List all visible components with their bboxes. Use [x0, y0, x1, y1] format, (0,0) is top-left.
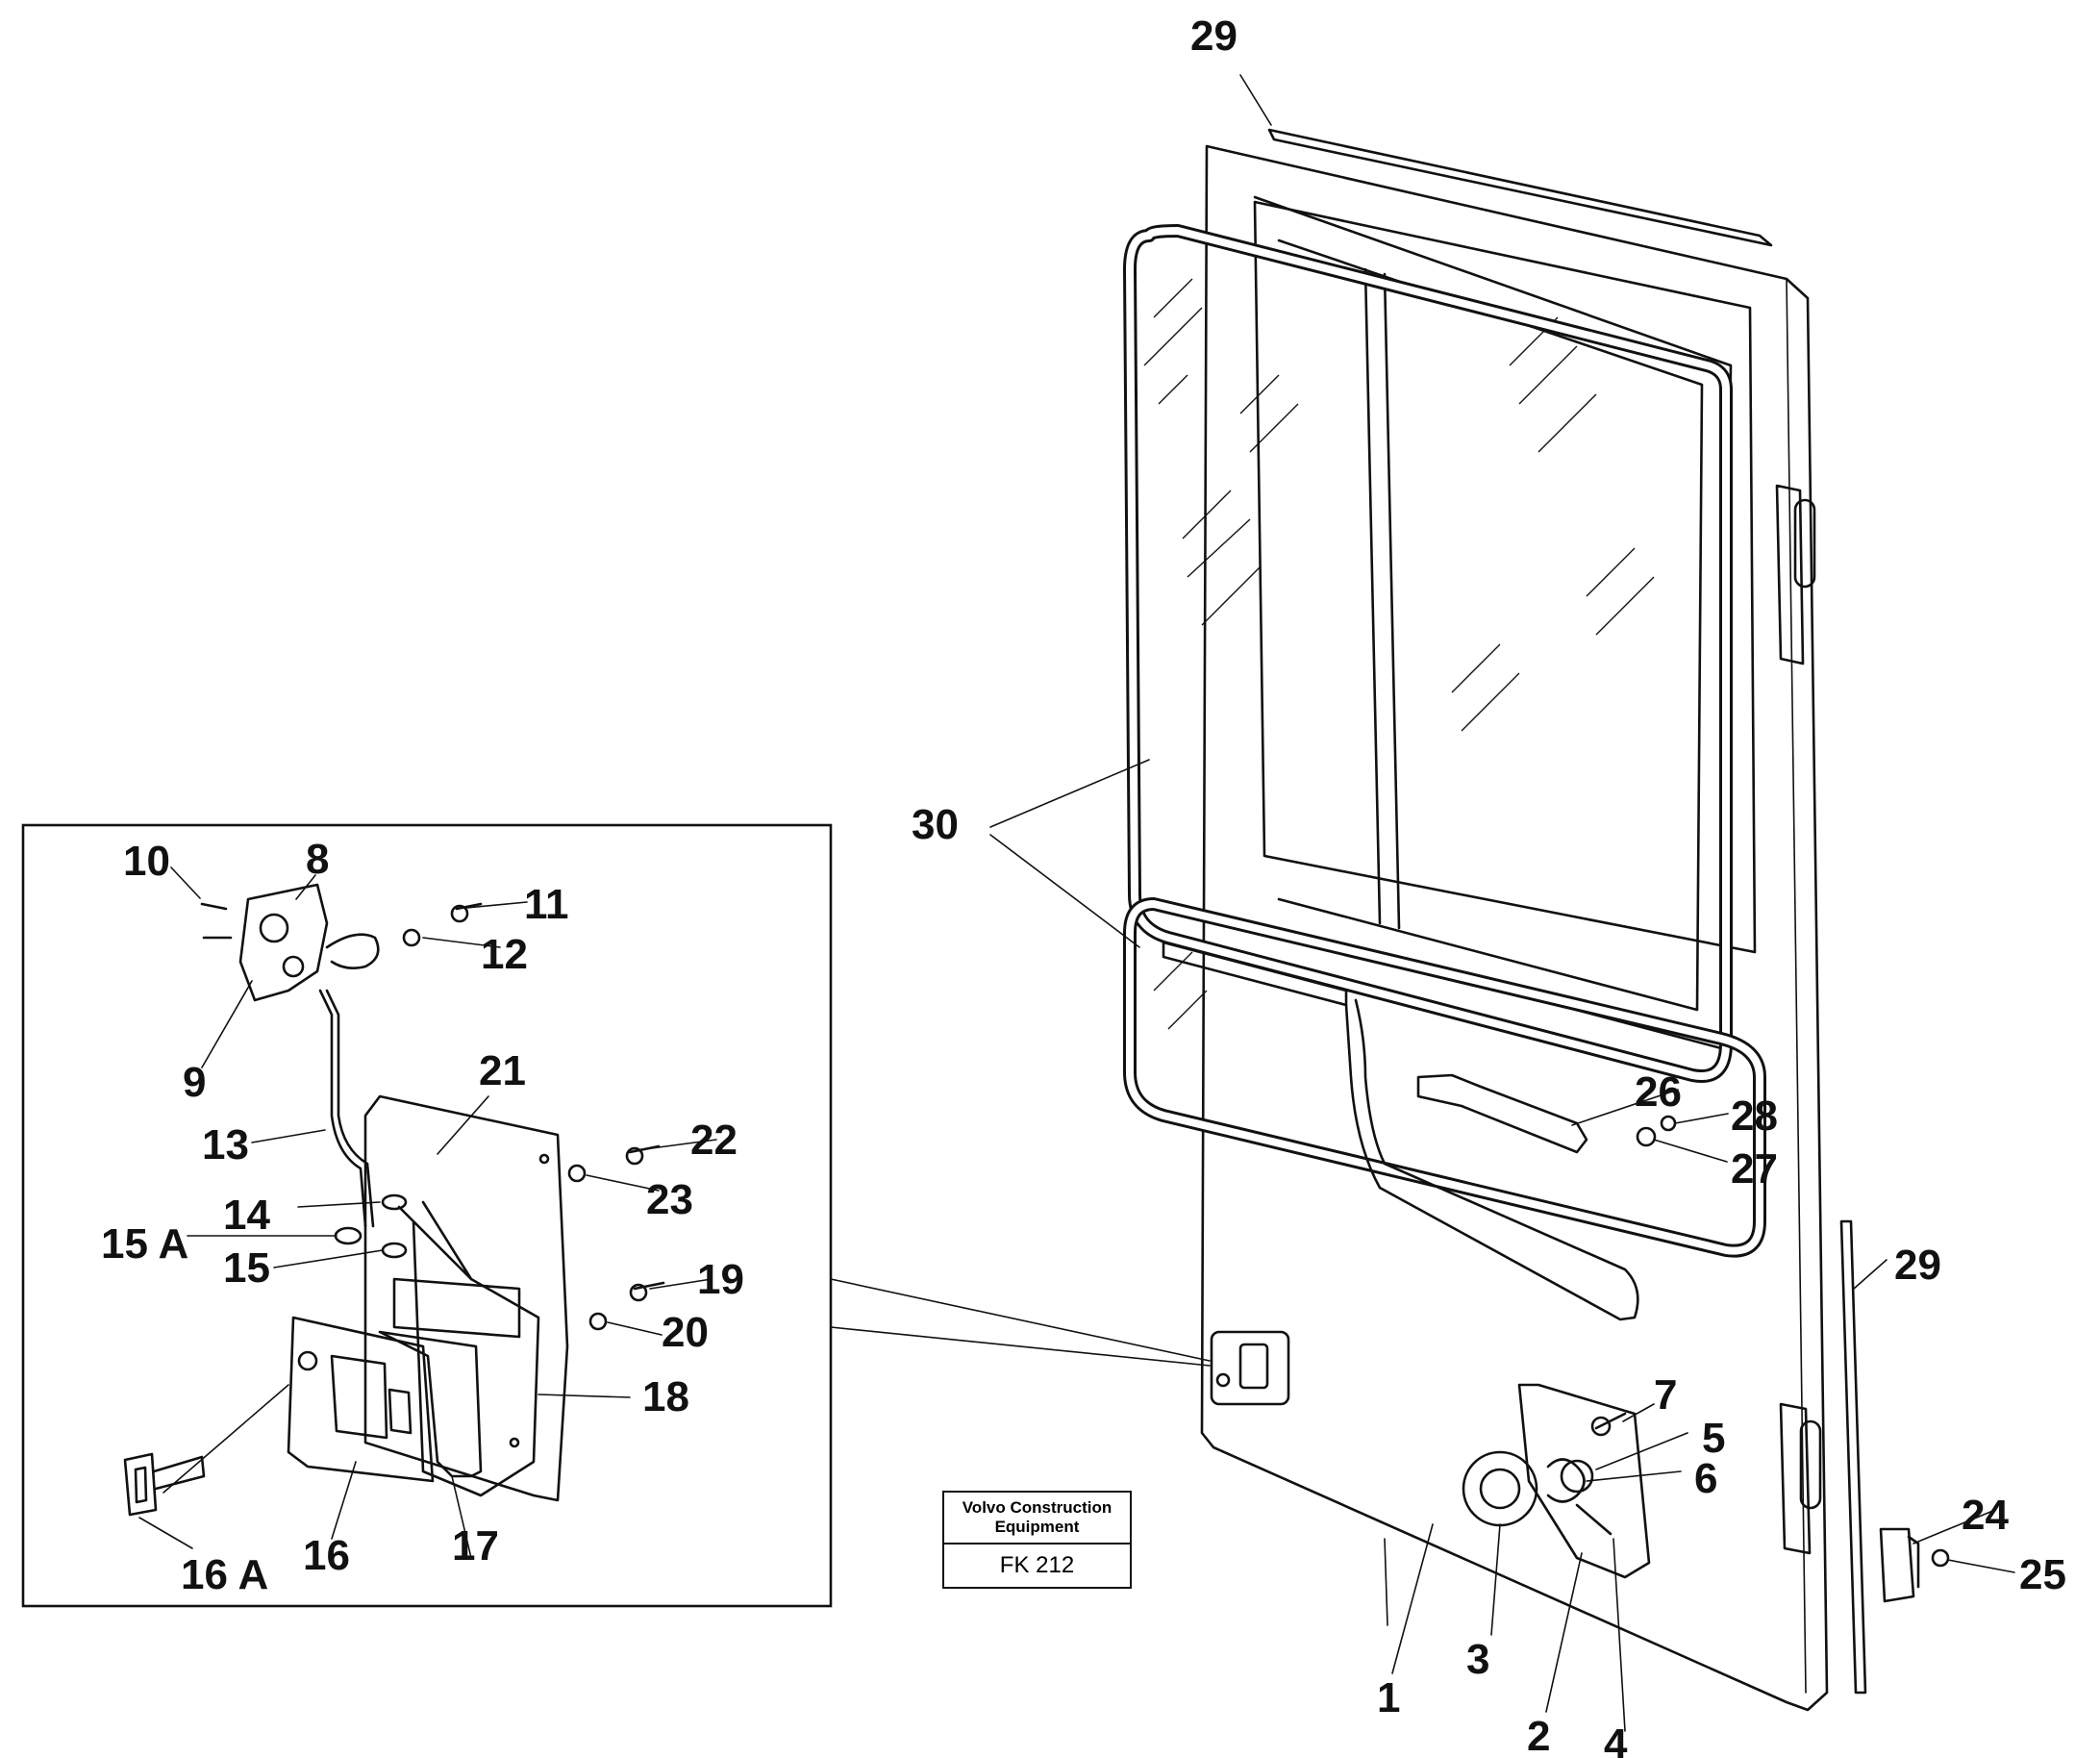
- bolt-25: [1931, 1548, 1950, 1568]
- callout-15a: 15 A: [101, 1220, 188, 1268]
- maker-name: Volvo Construction Equipment: [944, 1493, 1130, 1545]
- callout-12: 12: [481, 931, 528, 978]
- callout-27: 27: [1731, 1145, 1778, 1193]
- title-block: Volvo Construction Equipment FK 212: [942, 1491, 1132, 1589]
- leader-lines: [138, 74, 2015, 1732]
- callout-2: 2: [1527, 1713, 1550, 1758]
- nut-28: [1660, 1115, 1677, 1132]
- callout-3: 3: [1466, 1636, 1489, 1683]
- callout-29-side: 29: [1894, 1242, 1941, 1289]
- door-outer-handle: [1210, 1330, 1290, 1406]
- callout-28: 28: [1731, 1092, 1778, 1140]
- figure-code: FK 212: [999, 1552, 1075, 1578]
- callout-20: 20: [662, 1309, 709, 1356]
- callout-25: 25: [2019, 1551, 2066, 1598]
- lock-mechanism: [238, 883, 329, 1002]
- screw-10: [200, 902, 228, 911]
- screw-11: [455, 902, 483, 911]
- callout-16: 16: [303, 1532, 350, 1579]
- callout-14: 14: [223, 1192, 270, 1239]
- pin-4: [1575, 1503, 1612, 1536]
- lock-detail-inset: [21, 823, 833, 1608]
- callout-19: 19: [697, 1256, 744, 1303]
- door-assembly: [1123, 128, 1950, 1712]
- washer-12: [402, 928, 421, 947]
- callout-8: 8: [306, 836, 329, 883]
- callout-6: 6: [1694, 1455, 1717, 1502]
- inset-frame: [21, 823, 833, 1608]
- window-catch: [1416, 1073, 1588, 1154]
- callout-29-top: 29: [1190, 13, 1238, 60]
- detail-leader-lower: [830, 1326, 1211, 1367]
- washer-23: [567, 1164, 587, 1183]
- ring-14: [381, 1193, 408, 1211]
- lock-rod: [318, 989, 367, 1228]
- door-knob: [1462, 1450, 1538, 1527]
- callout-11: 11: [524, 881, 569, 928]
- callout-10: 10: [123, 838, 170, 885]
- inner-plate: [363, 1094, 569, 1502]
- knob-spring: [1546, 1458, 1586, 1503]
- door-panel: [1200, 144, 1829, 1712]
- washer-20: [588, 1312, 608, 1331]
- washer-27: [1636, 1126, 1657, 1147]
- callout-17: 17: [452, 1522, 499, 1570]
- key-16a: [123, 1452, 158, 1517]
- callout-7: 7: [1654, 1371, 1677, 1419]
- callout-15: 15: [223, 1244, 270, 1292]
- callout-22: 22: [690, 1117, 738, 1164]
- callout-5: 5: [1702, 1415, 1725, 1462]
- callout-24: 24: [1962, 1492, 2009, 1539]
- callout-18: 18: [642, 1373, 689, 1420]
- ring-15: [381, 1242, 408, 1259]
- callout-4: 4: [1604, 1720, 1628, 1758]
- lower-hinge: [1779, 1402, 1812, 1555]
- callout-1: 1: [1377, 1674, 1400, 1721]
- callout-16a: 16 A: [181, 1551, 268, 1598]
- sliding-window-frame: [1248, 195, 1733, 1050]
- callout-30: 30: [912, 801, 959, 848]
- callout-9: 9: [183, 1059, 206, 1106]
- callout-23: 23: [646, 1176, 693, 1223]
- callout-labels: 29 30 26 28 27 29 7 5 6 24 25 1 3 2 4 10…: [101, 13, 2066, 1758]
- seal-strip-top: [1267, 128, 1773, 247]
- callout-26: 26: [1635, 1068, 1682, 1116]
- washer-6: [1560, 1459, 1594, 1494]
- hinge-bracket-24: [1879, 1527, 1915, 1603]
- screw-19: [633, 1281, 665, 1291]
- callout-21: 21: [479, 1047, 526, 1094]
- seal-strip-side: [1839, 1219, 1867, 1695]
- ring-15a: [334, 1226, 362, 1245]
- upper-hinge: [1775, 484, 1805, 666]
- detail-leader-upper: [830, 1278, 1211, 1362]
- gasket-17: [378, 1330, 483, 1478]
- callout-13: 13: [202, 1121, 249, 1168]
- screw-7: [1594, 1412, 1627, 1430]
